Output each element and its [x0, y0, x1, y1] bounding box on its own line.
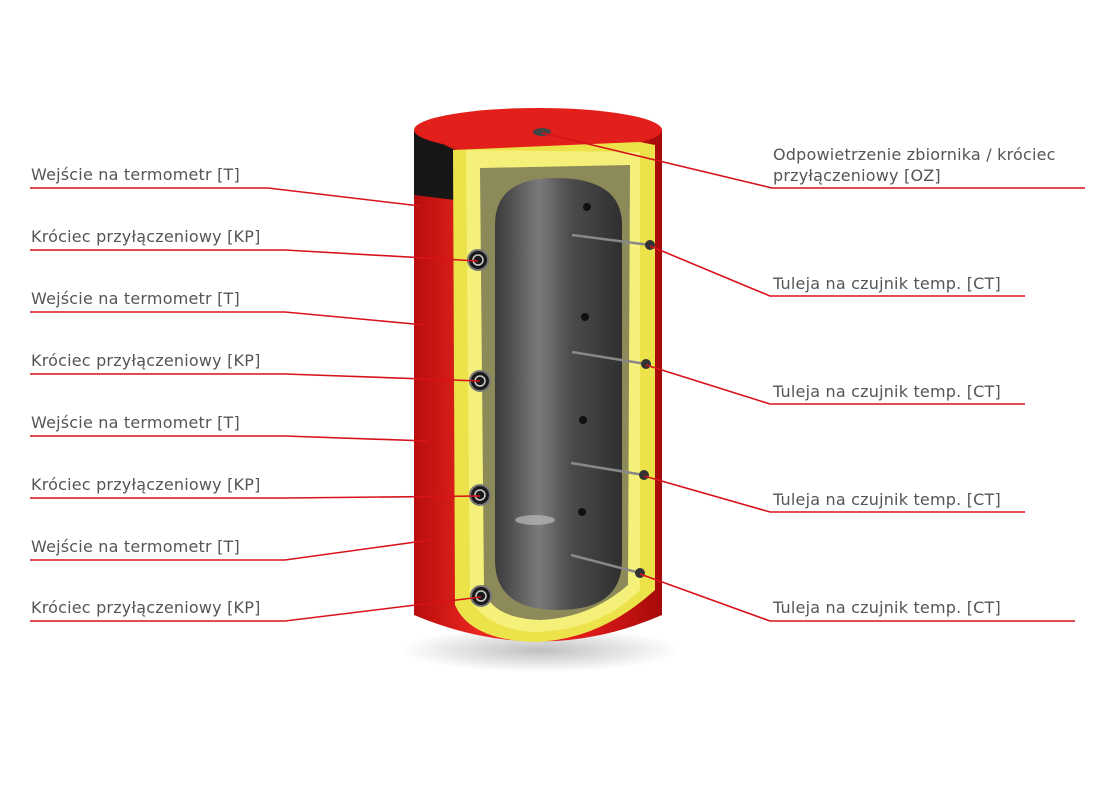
- label-air-vent-line1: Odpowietrzenie zbiornika / króciec: [773, 145, 1056, 164]
- label-connection-port-1: Króciec przyłączeniowy [KP]: [31, 227, 261, 246]
- leader-lines: [30, 132, 1085, 622]
- label-thermometer-inlet-1: Wejście na termometr [T]: [31, 165, 240, 184]
- label-sensor-sleeve-4: Tuleja na czujnik temp. [CT]: [773, 598, 1001, 617]
- label-sensor-sleeve-3: Tuleja na czujnik temp. [CT]: [773, 490, 1001, 509]
- floor-shadow: [400, 628, 680, 672]
- label-connection-port-3: Króciec przyłączeniowy [KP]: [31, 475, 261, 494]
- label-sensor-sleeve-2: Tuleja na czujnik temp. [CT]: [773, 382, 1001, 401]
- label-thermometer-inlet-3: Wejście na termometr [T]: [31, 413, 240, 432]
- label-connection-port-4: Króciec przyłączeniowy [KP]: [31, 598, 261, 617]
- label-thermometer-inlet-4: Wejście na termometr [T]: [31, 537, 240, 556]
- label-connection-port-2: Króciec przyłączeniowy [KP]: [31, 351, 261, 370]
- tank-body: [414, 108, 662, 642]
- label-sensor-sleeve-1: Tuleja na czujnik temp. [CT]: [773, 274, 1001, 293]
- label-thermometer-inlet-2: Wejście na termometr [T]: [31, 289, 240, 308]
- inner-vessel: [495, 178, 622, 610]
- label-air-vent-line2: przyłączeniowy [OZ]: [773, 166, 941, 185]
